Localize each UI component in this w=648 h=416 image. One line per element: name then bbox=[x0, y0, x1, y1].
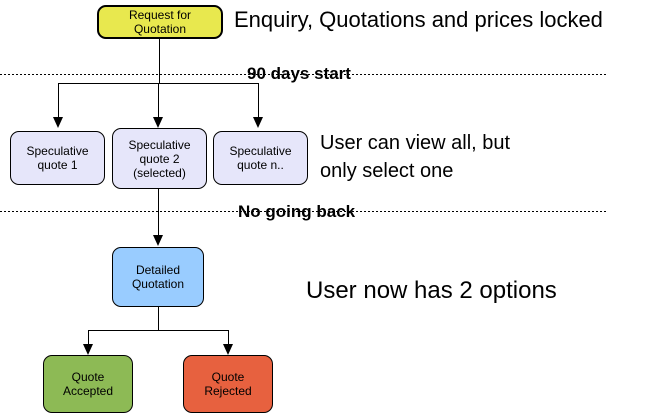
flow-node-label: Speculative quote 1 bbox=[26, 144, 89, 172]
flow-node-label: Speculative quote n.. bbox=[229, 144, 292, 172]
phase-divider-90-days bbox=[0, 74, 607, 75]
flow-node-label: Quote Rejected bbox=[204, 370, 252, 398]
arrowhead-down-icon bbox=[153, 235, 163, 246]
flow-node-label: Speculative quote 2 (selected) bbox=[128, 137, 191, 180]
flow-node-label: Detailed Quotation bbox=[131, 263, 185, 291]
arrowhead-down-icon bbox=[153, 117, 163, 128]
phase-label-no-going-back: No going back bbox=[238, 202, 356, 221]
annotation-enquiry: Enquiry, Quotations and prices locked bbox=[234, 7, 603, 32]
flow-node-speculative-quote-2-selected: Speculative quote 2 (selected) bbox=[112, 128, 207, 189]
phase-label-90-days-start: 90 days start bbox=[247, 64, 351, 83]
annotation-two-options: User now has 2 options bbox=[306, 277, 557, 304]
flow-node-quote-accepted: Quote Accepted bbox=[43, 355, 133, 413]
phase-divider-no-going-back bbox=[0, 211, 607, 212]
connector-to-spec2 bbox=[158, 83, 159, 118]
connector-to-rejected bbox=[228, 330, 229, 344]
connector-spec2-to-detailed bbox=[158, 189, 159, 235]
annotation-view-rule: User can view all, but only select one bbox=[320, 132, 511, 182]
connector-request-down bbox=[159, 39, 160, 83]
connector-to-spec1 bbox=[58, 83, 59, 118]
connector-detailed-down bbox=[158, 307, 159, 330]
arrowhead-down-icon bbox=[253, 117, 263, 128]
flow-node-detailed-quotation: Detailed Quotation bbox=[112, 247, 204, 307]
flow-node-request-for-quotation: Request for Quotation bbox=[97, 5, 223, 39]
flow-node-label: Request for Quotation bbox=[128, 8, 192, 36]
arrowhead-down-icon bbox=[53, 117, 63, 128]
connector-to-accepted bbox=[88, 330, 89, 344]
flow-node-label: Quote Accepted bbox=[62, 370, 114, 398]
connector-to-spec3 bbox=[258, 83, 259, 118]
connector-branch-bottom bbox=[88, 330, 229, 331]
arrowhead-down-icon bbox=[83, 344, 93, 355]
arrowhead-down-icon bbox=[223, 344, 233, 355]
flow-node-speculative-quote-1: Speculative quote 1 bbox=[10, 131, 105, 185]
flow-node-quote-rejected: Quote Rejected bbox=[183, 355, 273, 413]
flow-node-speculative-quote-n: Speculative quote n.. bbox=[213, 131, 308, 185]
